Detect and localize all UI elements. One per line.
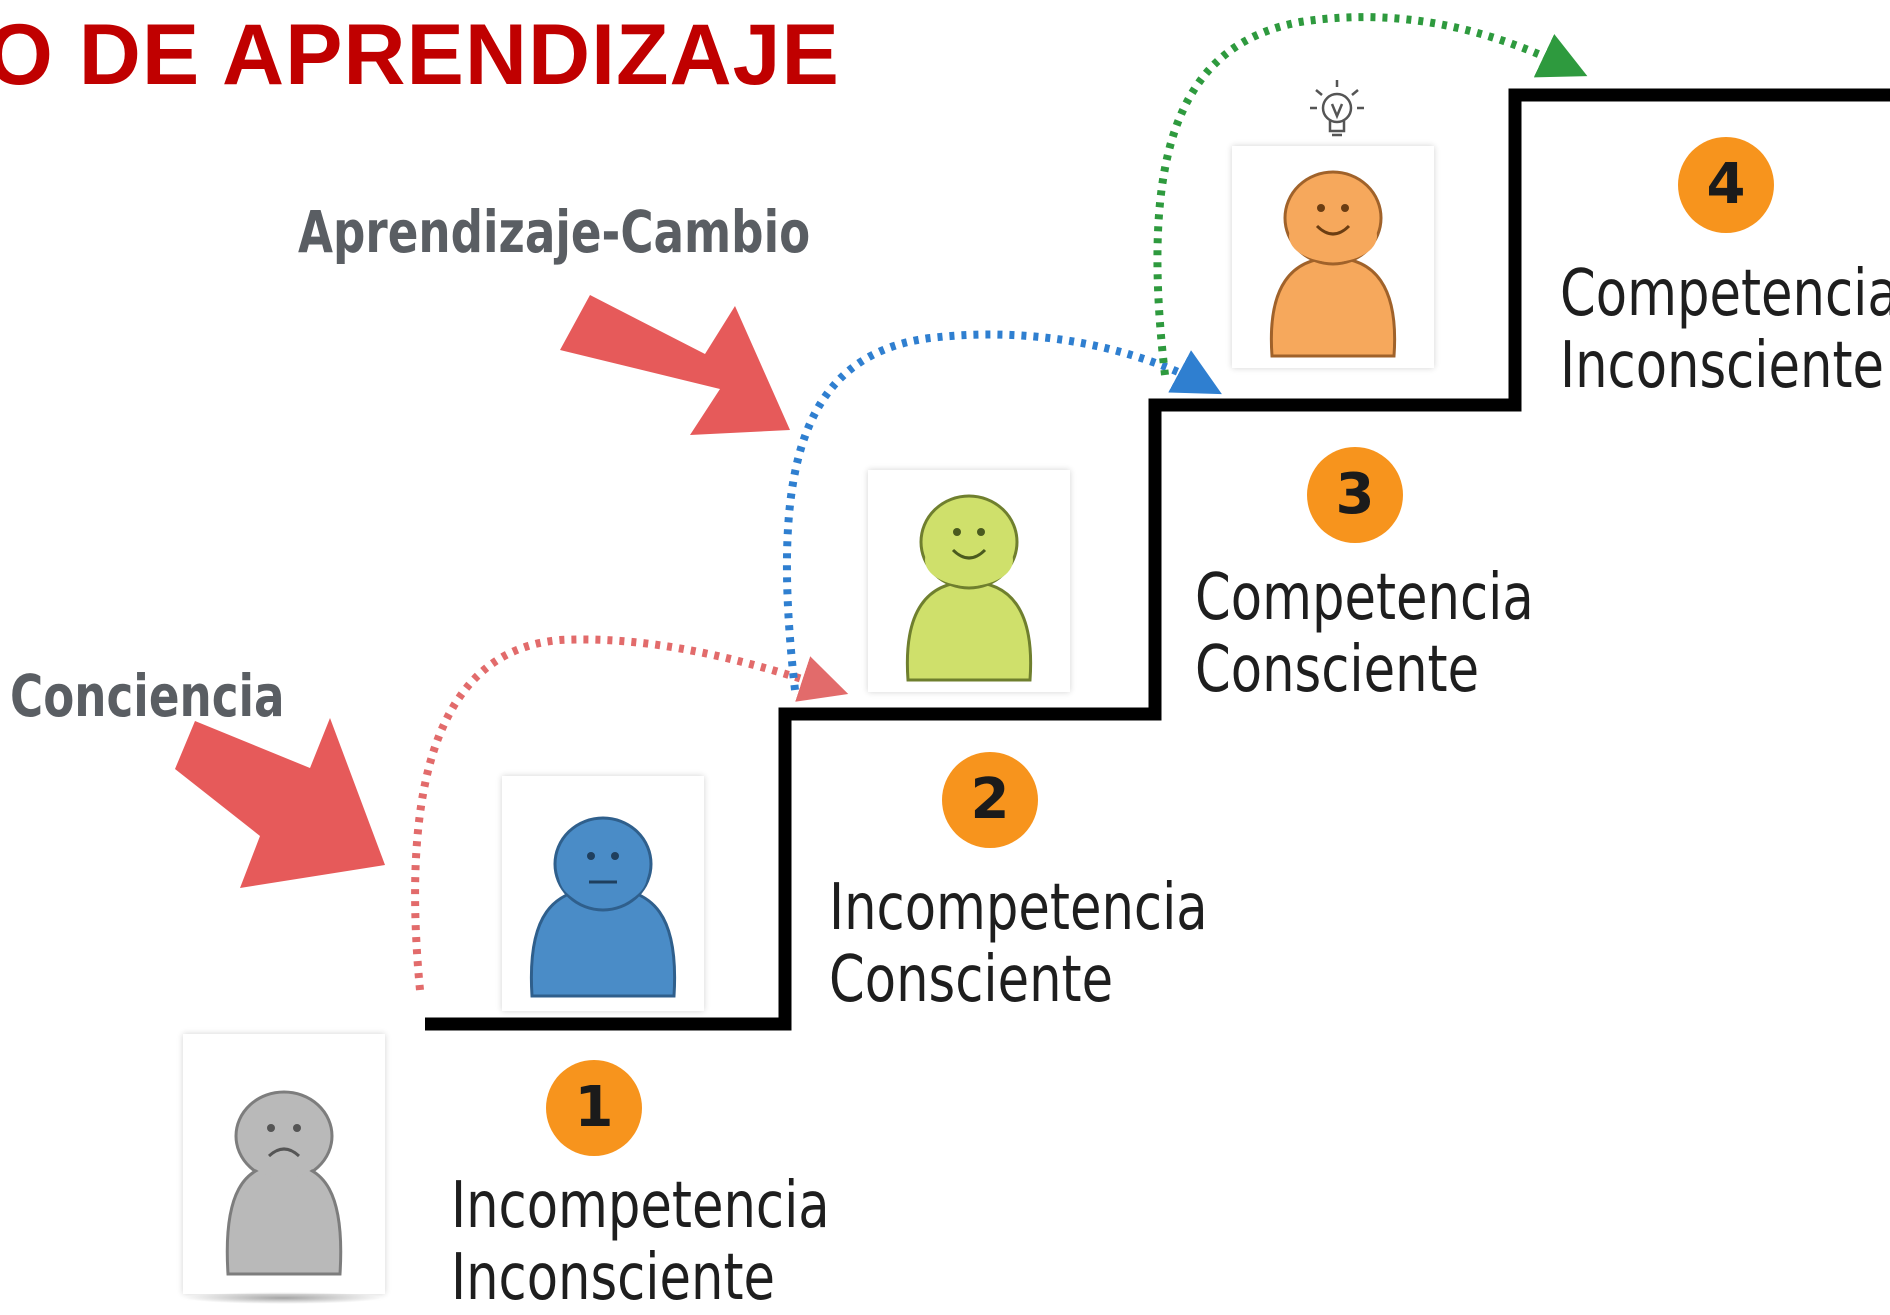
figure-card-stage-2 (868, 470, 1070, 692)
stage-3-label: Competencia Consciente (1195, 562, 1534, 706)
arc-blue-dotted (783, 330, 1222, 691)
neutral-person-icon (529, 816, 677, 998)
page-title: O DE APRENDIZAJE (0, 7, 840, 103)
arc-red-dotted (411, 635, 849, 991)
stage-3-badge: 3 (1307, 447, 1403, 543)
stage-2-label: Incompetencia Consciente (829, 872, 1208, 1016)
light-bulb-icon (1310, 80, 1364, 137)
stage-4-line2: Inconsciente (1560, 329, 1885, 403)
aprendizaje-cambio-arrow (560, 295, 790, 435)
stage-4-line1: Competencia (1560, 257, 1890, 331)
stage-2-badge: 2 (942, 752, 1038, 848)
stage-2-line2: Consciente (829, 943, 1114, 1017)
stage-1-line1: Incompetencia (451, 1169, 830, 1243)
stage-1-badge: 1 (546, 1060, 642, 1156)
stage-4-badge: 4 (1678, 137, 1774, 233)
figure-card-start (183, 1034, 385, 1294)
figure-card-stage-1 (502, 776, 704, 1011)
stage-2-line1: Incompetencia (829, 871, 1208, 945)
stage-1-line2: Inconsciente (451, 1241, 776, 1315)
arc-green-dotted (1153, 13, 1588, 376)
conciencia-arrow (175, 718, 385, 888)
staircase-line (425, 88, 1890, 1031)
stage-3-line1: Competencia (1195, 561, 1534, 635)
figure-card-stage-3 (1232, 146, 1434, 368)
aprendizaje-cambio-label: Aprendizaje-Cambio (298, 198, 811, 266)
card-shadow (183, 1292, 383, 1304)
stage-3-line2: Consciente (1195, 633, 1480, 707)
smiling-person-icon (1269, 170, 1397, 358)
stage-1-label: Incompetencia Inconsciente (451, 1170, 830, 1314)
sad-person-icon (225, 1090, 343, 1276)
smiling-person-icon (905, 494, 1033, 682)
stage-4-label: Competencia Inconsciente (1560, 258, 1890, 402)
conciencia-label: Conciencia (10, 662, 285, 730)
